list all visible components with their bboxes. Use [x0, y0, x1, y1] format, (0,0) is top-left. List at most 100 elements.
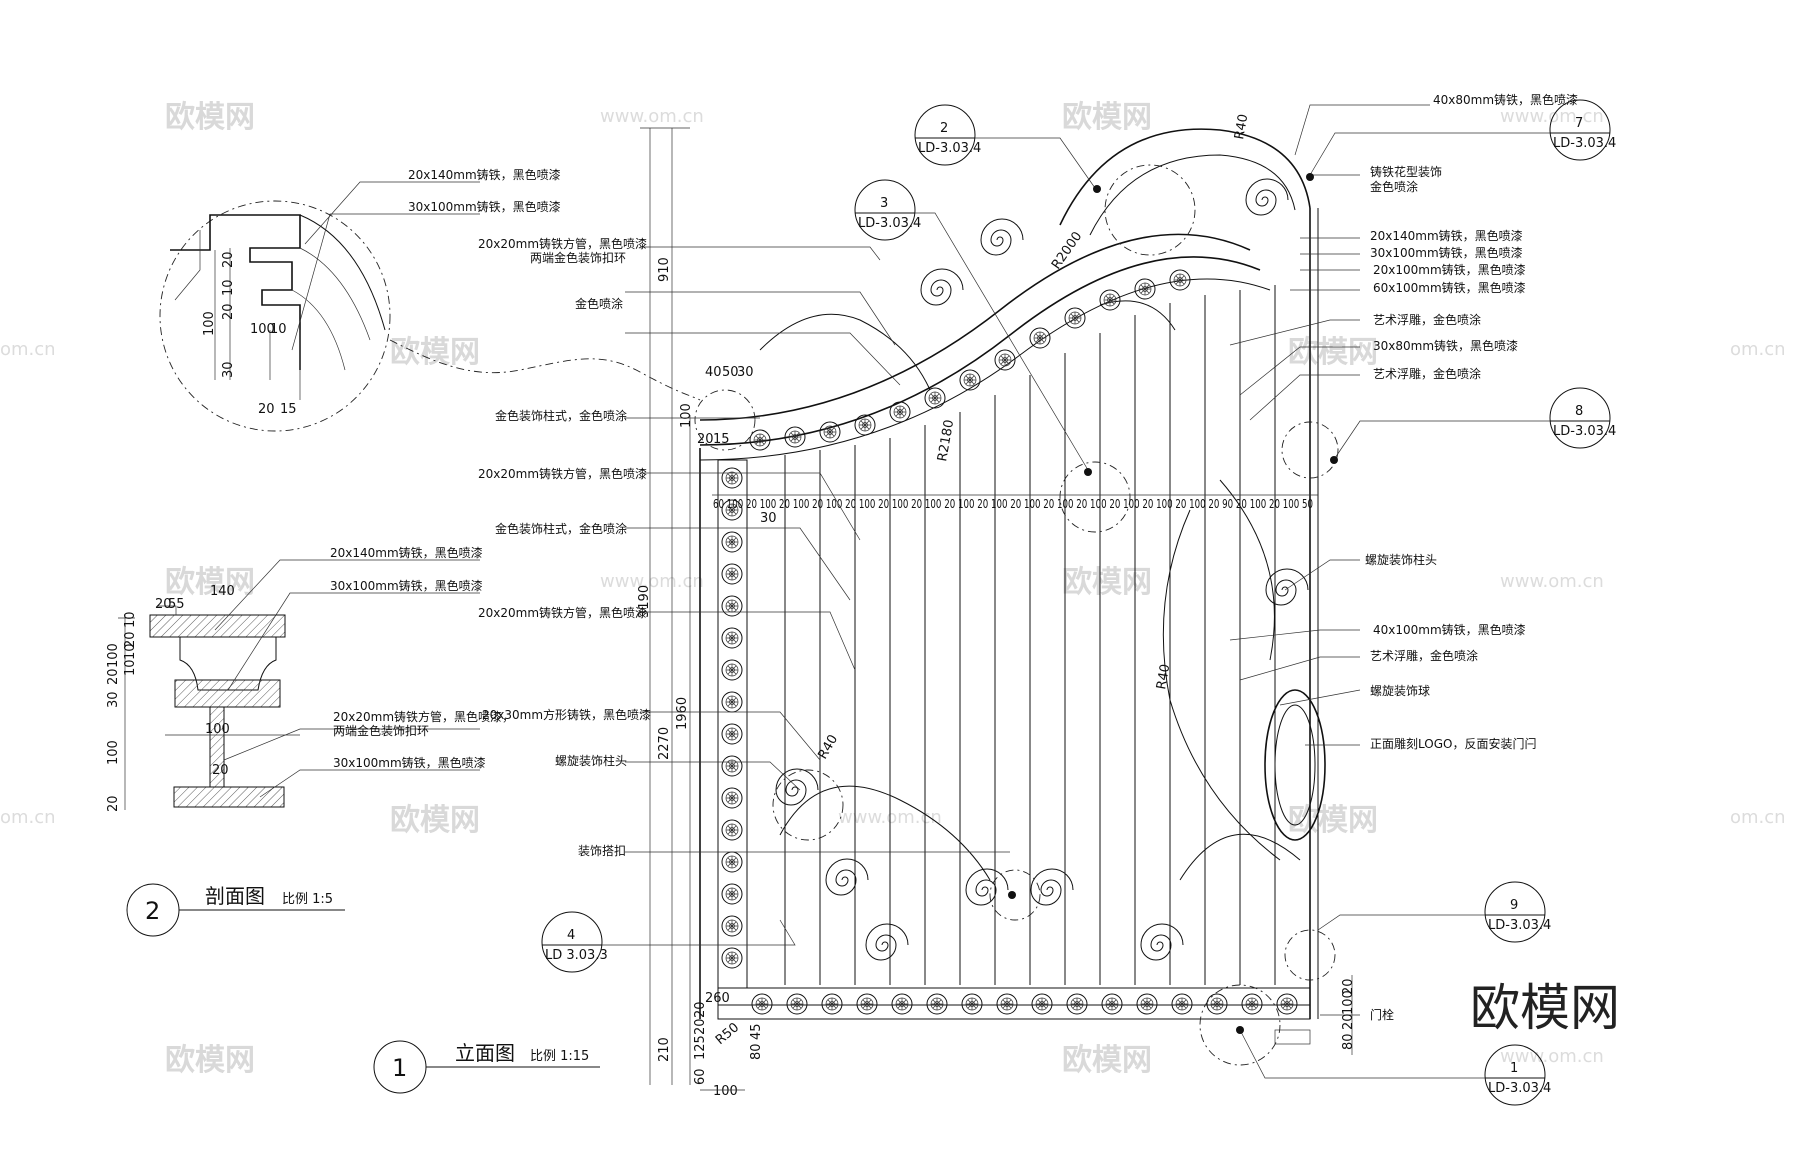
top-small-dims: 40 50 30 100 20 15 [679, 365, 754, 447]
watermark-url: www.om.cn [600, 571, 704, 592]
left-note: 两端金色装饰扣环 [530, 250, 626, 265]
dim-label: 20 [221, 303, 236, 320]
dim-label: 80 [1341, 1033, 1356, 1050]
dim-label: 125 [693, 1035, 708, 1060]
left-note: 装饰搭扣 [578, 844, 626, 858]
dim-label: 20 [106, 668, 121, 685]
dim-label: 20 [212, 763, 229, 778]
dim-label: 20 [123, 631, 138, 648]
dim-label: 10 [123, 643, 138, 660]
watermark-url: www.om.cn [1500, 1046, 1604, 1067]
section-detail-circle [159, 200, 701, 432]
watermark-text: 欧模网 [390, 803, 480, 838]
left-note: 20x20mm铸铁方管，黑色喷漆 [478, 236, 647, 251]
watermark-text: 欧模网 [1062, 1043, 1152, 1078]
right-note: 正面雕刻LOGO，反面安装门闩 [1370, 736, 1536, 751]
callout-ref: LD 3.03.3 [545, 948, 608, 963]
section-view: 20x140mm铸铁，黑色喷漆 30x100mm铸铁，黑色喷漆 20x20mm铸… [106, 545, 514, 812]
section-detail-dims: 20 10 100 20 30 100 10 20 15 [202, 251, 297, 417]
left-note: 20x20mm铸铁方管，黑色喷漆 [478, 466, 647, 481]
right-note: 铸铁花型装饰 [1370, 164, 1442, 179]
left-note: 金色装饰柱式，金色喷涂 [495, 408, 627, 423]
radius-label: R40 [1154, 663, 1173, 691]
dim-label: 1960 [675, 697, 690, 730]
dim-label: 100 [205, 722, 230, 737]
section-note: 两端金色装饰扣环 [333, 723, 429, 738]
elevation-scale: 比例 1:15 [530, 1049, 589, 1064]
watermark-text: 欧模网 [165, 100, 255, 135]
right-note: 艺术浮雕，金色喷涂 [1370, 648, 1478, 663]
dim-label: 10 [123, 659, 138, 676]
bottom-rosette-row [751, 993, 1298, 1015]
callout-ref: LD-3.03.4 [1488, 1081, 1551, 1096]
dim-label: 15 [713, 432, 730, 447]
top-rosette-row [749, 269, 1191, 451]
dim-label: 20 [1341, 978, 1356, 995]
picket-dim-string: 60 100 20 100 20 100 20 100 20 100 20 10… [713, 497, 1313, 511]
radius-label: R2180 [935, 419, 957, 463]
radius-label: R40 [1232, 113, 1251, 141]
left-note: 金色装饰柱式，金色喷涂 [495, 521, 627, 536]
dim-label: 20 [693, 1018, 708, 1035]
dim-label: 55 [168, 597, 185, 612]
watermark-text: 欧模网 [1062, 100, 1152, 135]
callout-number: 4 [567, 928, 575, 943]
section-scale: 比例 1:5 [282, 892, 333, 907]
right-note: 20x140mm铸铁，黑色喷漆 [1370, 228, 1523, 243]
dim-label: 80 [749, 1043, 764, 1060]
dim-label: 20 [697, 432, 714, 447]
callout-number: 3 [880, 196, 888, 211]
dim-label: 30 [106, 691, 121, 708]
callout-4: 4 LD 3.03.3 [541, 911, 796, 973]
dim-label: 20 [1341, 1013, 1356, 1030]
dim-label: 30 [221, 361, 236, 378]
watermark-url: om.cn [0, 339, 56, 360]
section-note: 30x100mm铸铁，黑色喷漆 [333, 755, 486, 770]
left-note: 20x20mm铸铁方管，黑色喷漆 [478, 605, 647, 620]
dim-label: 45 [749, 1023, 764, 1040]
dim-label: 100 [1341, 990, 1356, 1015]
callout-9: 9 LD-3.03.4 [1317, 881, 1551, 943]
dim-label: 15 [280, 402, 297, 417]
watermark-url: om.cn [1730, 339, 1786, 360]
dim-label: 20 [155, 597, 172, 612]
dim-label: 30 [760, 511, 777, 526]
right-note: 艺术浮雕，金色喷涂 [1373, 366, 1481, 381]
right-note: 螺旋装饰球 [1370, 684, 1430, 698]
callout-number: 2 [940, 121, 948, 136]
callout-ref: LD-3.03.4 [1553, 136, 1616, 151]
callout-number: 9 [1510, 898, 1518, 913]
dim-label: 60 [693, 1068, 708, 1085]
watermark-text: 欧模网 [390, 335, 480, 370]
left-note: 金色喷涂 [575, 296, 623, 311]
section-note: 20x140mm铸铁，黑色喷漆 [408, 167, 561, 182]
right-note: 艺术浮雕，金色喷涂 [1373, 312, 1481, 327]
watermark-url: www.om.cn [1500, 571, 1604, 592]
callout-ref: LD-3.03.4 [1553, 424, 1616, 439]
dim-label: 20 [221, 251, 236, 268]
callout-1: 1 LD-3.03.4 [1236, 1026, 1551, 1106]
dim-label: 3190 [637, 585, 652, 618]
section-note: 30x100mm铸铁，黑色喷漆 [330, 578, 483, 593]
right-note: 40x100mm铸铁，黑色喷漆 [1373, 622, 1526, 637]
watermark-url: www.om.cn [600, 106, 704, 127]
watermark-text: 欧模网 [165, 1043, 255, 1078]
elevation-title-block: 1 立面图 比例 1:15 [373, 1040, 600, 1094]
right-notes: 40x80mm铸铁，黑色喷漆 铸铁花型装饰 金色喷涂 20x140mm铸铁，黑色… [1229, 92, 1578, 1022]
dim-label: 20 [106, 795, 121, 812]
dim-label: 100 [679, 403, 694, 428]
callout-ref: LD-3.03.4 [858, 216, 921, 231]
callout-ref: LD-3.03.4 [1488, 918, 1551, 933]
section-title-block: 2 剖面图 比例 1:5 [126, 883, 345, 937]
watermark-text: 欧模网 [1288, 335, 1378, 370]
dim-label: 100 [106, 643, 121, 668]
section-note: 30x100mm铸铁，黑色喷漆 [408, 199, 561, 214]
callout-2: 2 LD-3.03.4 [914, 104, 1101, 193]
big-watermark-logo: 欧模网 [1470, 979, 1620, 1037]
right-note: 金色喷涂 [1370, 179, 1418, 194]
dim-label: 100 [713, 1084, 738, 1099]
left-notes: 20x20mm铸铁方管，黑色喷漆 两端金色装饰扣环 金色喷涂 金色装饰柱式，金色… [478, 236, 1016, 899]
callout-7: 7 LD-3.03.4 [1306, 99, 1616, 181]
dim-label: 260 [705, 991, 730, 1006]
